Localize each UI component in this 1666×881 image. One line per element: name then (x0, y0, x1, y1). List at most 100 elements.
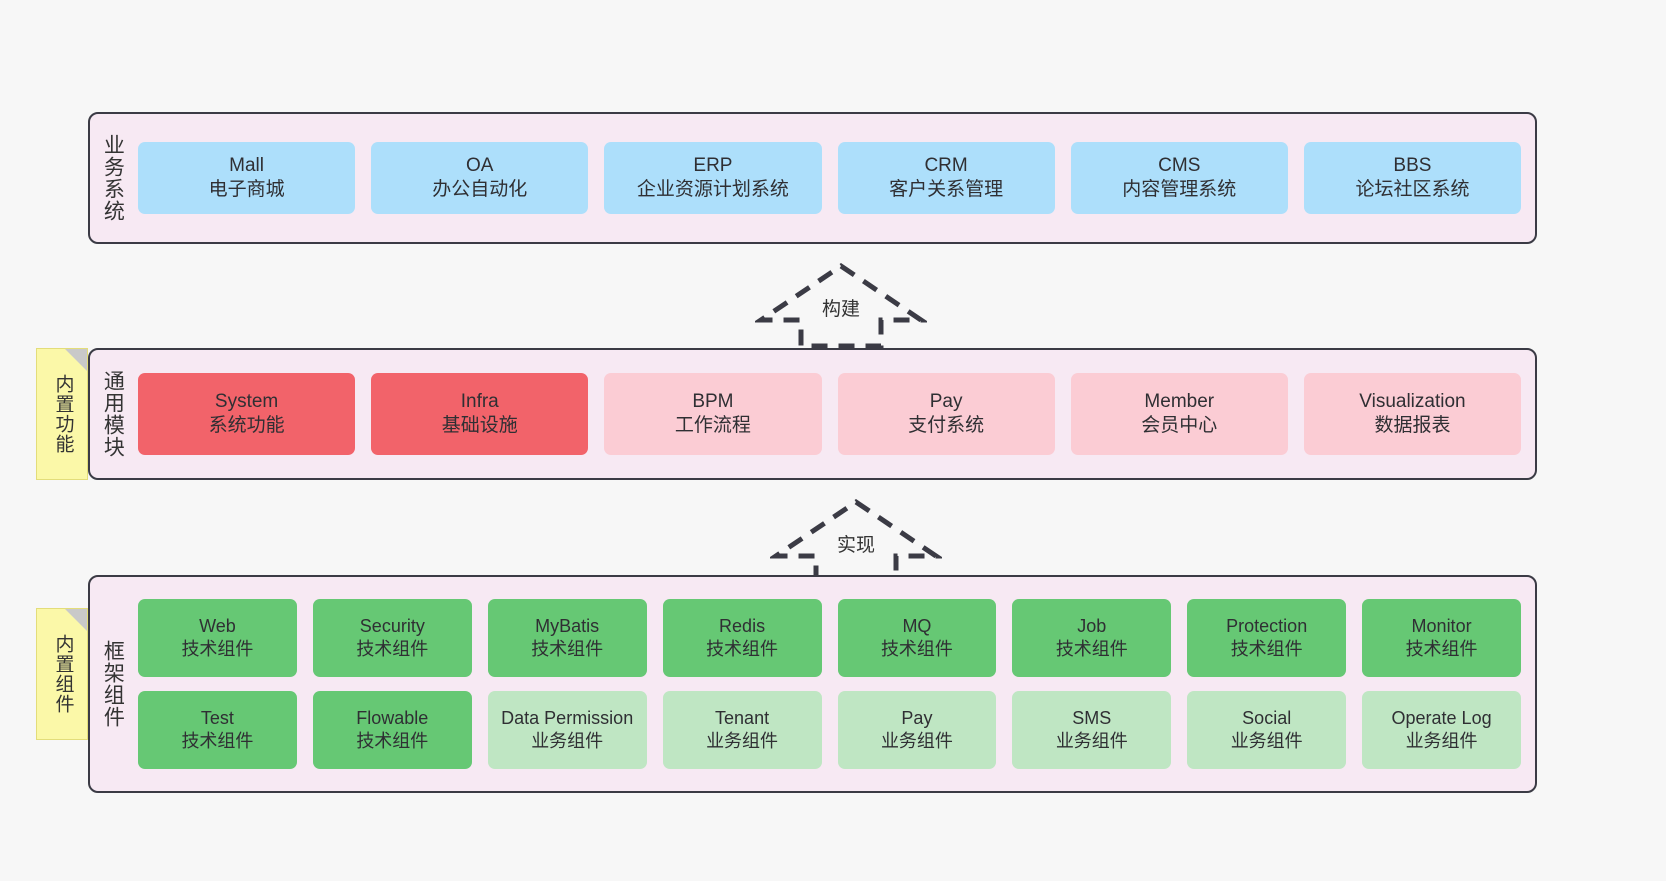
card-title-en: Web (199, 615, 236, 636)
card-title-en: Infra (460, 390, 499, 412)
arrow-build: 构建 (755, 260, 927, 348)
module-card-job[interactable]: Job 技术组件 (1012, 599, 1172, 677)
module-card-bpm[interactable]: BPM 工作流程 (604, 373, 822, 455)
module-card-member[interactable]: Member 会员中心 (1070, 373, 1288, 455)
module-card-data-permission[interactable]: Data Permission 业务组件 (487, 691, 647, 769)
card-title-en: Protection (1226, 615, 1308, 636)
layer-common-module: 通用模块 System 系统功能 Infra 基础设施 BPM 工作流程 Pay… (88, 348, 1537, 480)
card-title-en: Mall (229, 154, 264, 176)
card-title-cn: 论坛社区系统 (1355, 179, 1470, 200)
module-card-social[interactable]: Social 业务组件 (1187, 691, 1347, 769)
card-title-cn: 基础设施 (441, 415, 518, 436)
module-card-system[interactable]: System 系统功能 (138, 373, 356, 455)
module-card-flowable[interactable]: Flowable 技术组件 (312, 691, 472, 769)
module-card-operate-log[interactable]: Operate Log 业务组件 (1362, 691, 1521, 769)
card-title-en: Flowable (356, 707, 429, 728)
module-card-monitor[interactable]: Monitor 技术组件 (1362, 599, 1521, 677)
card-title-cn: 支付系统 (908, 415, 985, 436)
layer-body-framework-component: Web 技术组件 Security 技术组件 MyBatis 技术组件 Redi… (134, 577, 1535, 791)
card-title-cn: 技术组件 (531, 639, 604, 659)
arrow-implement: 实现 (770, 496, 942, 584)
card-title-en: Monitor (1411, 615, 1472, 636)
module-card-web[interactable]: Web 技术组件 (138, 599, 297, 677)
card-title-cn: 业务组件 (706, 731, 779, 751)
card-title-en: Member (1144, 390, 1215, 412)
note-builtin-function: 内置功能 (36, 348, 88, 480)
module-card-test[interactable]: Test 技术组件 (138, 691, 297, 769)
module-card-mybatis[interactable]: MyBatis 技术组件 (487, 599, 647, 677)
module-card-crm[interactable]: CRM 客户关系管理 (837, 142, 1055, 214)
module-card-mq[interactable]: MQ 技术组件 (837, 599, 997, 677)
module-card-redis[interactable]: Redis 技术组件 (662, 599, 822, 677)
card-title-en: Pay (929, 390, 963, 412)
layer-title-framework-component: 框架组件 (101, 640, 125, 728)
module-card-protection[interactable]: Protection 技术组件 (1187, 599, 1347, 677)
card-title-cn: 业务组件 (1405, 731, 1478, 751)
layer-body-common-module: System 系统功能 Infra 基础设施 BPM 工作流程 Pay 支付系统… (134, 350, 1535, 478)
card-title-cn: 技术组件 (181, 731, 254, 751)
card-title-en: OA (466, 154, 494, 176)
layer-title-business-system: 业务系统 (101, 134, 125, 222)
card-title-en: System (214, 390, 279, 412)
folded-corner-icon (65, 349, 87, 371)
card-title-cn: 电子商城 (208, 179, 285, 200)
card-title-en: ERP (693, 154, 733, 176)
note-label: 内置组件 (52, 634, 74, 714)
module-card-pay[interactable]: Pay 支付系统 (837, 373, 1055, 455)
module-card-erp[interactable]: ERP 企业资源计划系统 (604, 142, 822, 214)
arrow-label-implement: 实现 (836, 535, 875, 556)
module-card-tenant[interactable]: Tenant 业务组件 (662, 691, 822, 769)
card-title-en: Redis (719, 615, 766, 636)
module-card-sms[interactable]: SMS 业务组件 (1012, 691, 1172, 769)
card-title-cn: 业务组件 (880, 731, 953, 751)
card-row: Web 技术组件 Security 技术组件 MyBatis 技术组件 Redi… (138, 599, 1521, 677)
card-title-cn: 技术组件 (1055, 639, 1128, 659)
layer-framework-component: 框架组件 Web 技术组件 Security 技术组件 MyBatis 技术组件… (88, 575, 1537, 793)
card-title-en: CRM (924, 154, 968, 176)
card-title-en: Security (359, 615, 425, 636)
card-title-en: Test (200, 707, 234, 728)
card-title-en: CMS (1158, 154, 1201, 176)
module-card-infra[interactable]: Infra 基础设施 (371, 373, 589, 455)
card-row: Mall 电子商城 OA 办公自动化 ERP 企业资源计划系统 CRM 客户关系… (138, 142, 1522, 214)
module-card-pay-business[interactable]: Pay 业务组件 (837, 691, 997, 769)
card-title-en: Visualization (1359, 390, 1466, 412)
card-title-en: Operate Log (1391, 707, 1492, 728)
card-title-en: Job (1077, 615, 1107, 636)
card-title-cn: 技术组件 (1230, 639, 1303, 659)
card-title-cn: 内容管理系统 (1122, 179, 1237, 200)
card-title-en: BPM (692, 390, 734, 412)
card-title-cn: 技术组件 (181, 639, 254, 659)
module-card-bbs[interactable]: BBS 论坛社区系统 (1303, 142, 1522, 214)
card-title-cn: 数据报表 (1374, 415, 1451, 436)
card-title-cn: 技术组件 (706, 639, 779, 659)
card-title-en: BBS (1393, 154, 1432, 176)
note-label: 内置功能 (52, 374, 74, 454)
card-title-cn: 客户关系管理 (889, 179, 1004, 200)
card-title-cn: 办公自动化 (432, 179, 528, 200)
card-title-cn: 系统功能 (208, 415, 285, 436)
card-title-en: Tenant (715, 707, 770, 728)
card-title-cn: 业务组件 (531, 731, 604, 751)
layer-body-business-system: Mall 电子商城 OA 办公自动化 ERP 企业资源计划系统 CRM 客户关系… (134, 114, 1535, 242)
card-title-en: Social (1242, 707, 1292, 728)
card-row: System 系统功能 Infra 基础设施 BPM 工作流程 Pay 支付系统… (138, 373, 1522, 455)
module-card-oa[interactable]: OA 办公自动化 (371, 142, 589, 214)
card-title-en: MyBatis (535, 615, 600, 636)
card-title-en: MQ (902, 615, 932, 636)
card-title-cn: 企业资源计划系统 (636, 179, 789, 200)
layer-business-system: 业务系统 Mall 电子商城 OA 办公自动化 ERP 企业资源计划系统 CRM… (88, 112, 1537, 244)
card-title-cn: 业务组件 (1230, 731, 1303, 751)
card-title-cn: 业务组件 (1055, 731, 1128, 751)
layer-title-common-module: 通用模块 (101, 370, 125, 458)
note-builtin-component: 内置组件 (36, 608, 88, 740)
card-title-cn: 工作流程 (674, 415, 751, 436)
card-title-cn: 技术组件 (356, 639, 429, 659)
module-card-mall[interactable]: Mall 电子商城 (138, 142, 356, 214)
card-title-cn: 会员中心 (1141, 415, 1218, 436)
card-title-en: Pay (901, 707, 933, 728)
module-card-visualization[interactable]: Visualization 数据报表 (1303, 373, 1522, 455)
module-card-cms[interactable]: CMS 内容管理系统 (1070, 142, 1288, 214)
module-card-security[interactable]: Security 技术组件 (312, 599, 472, 677)
card-title-en: Data Permission (501, 707, 634, 728)
